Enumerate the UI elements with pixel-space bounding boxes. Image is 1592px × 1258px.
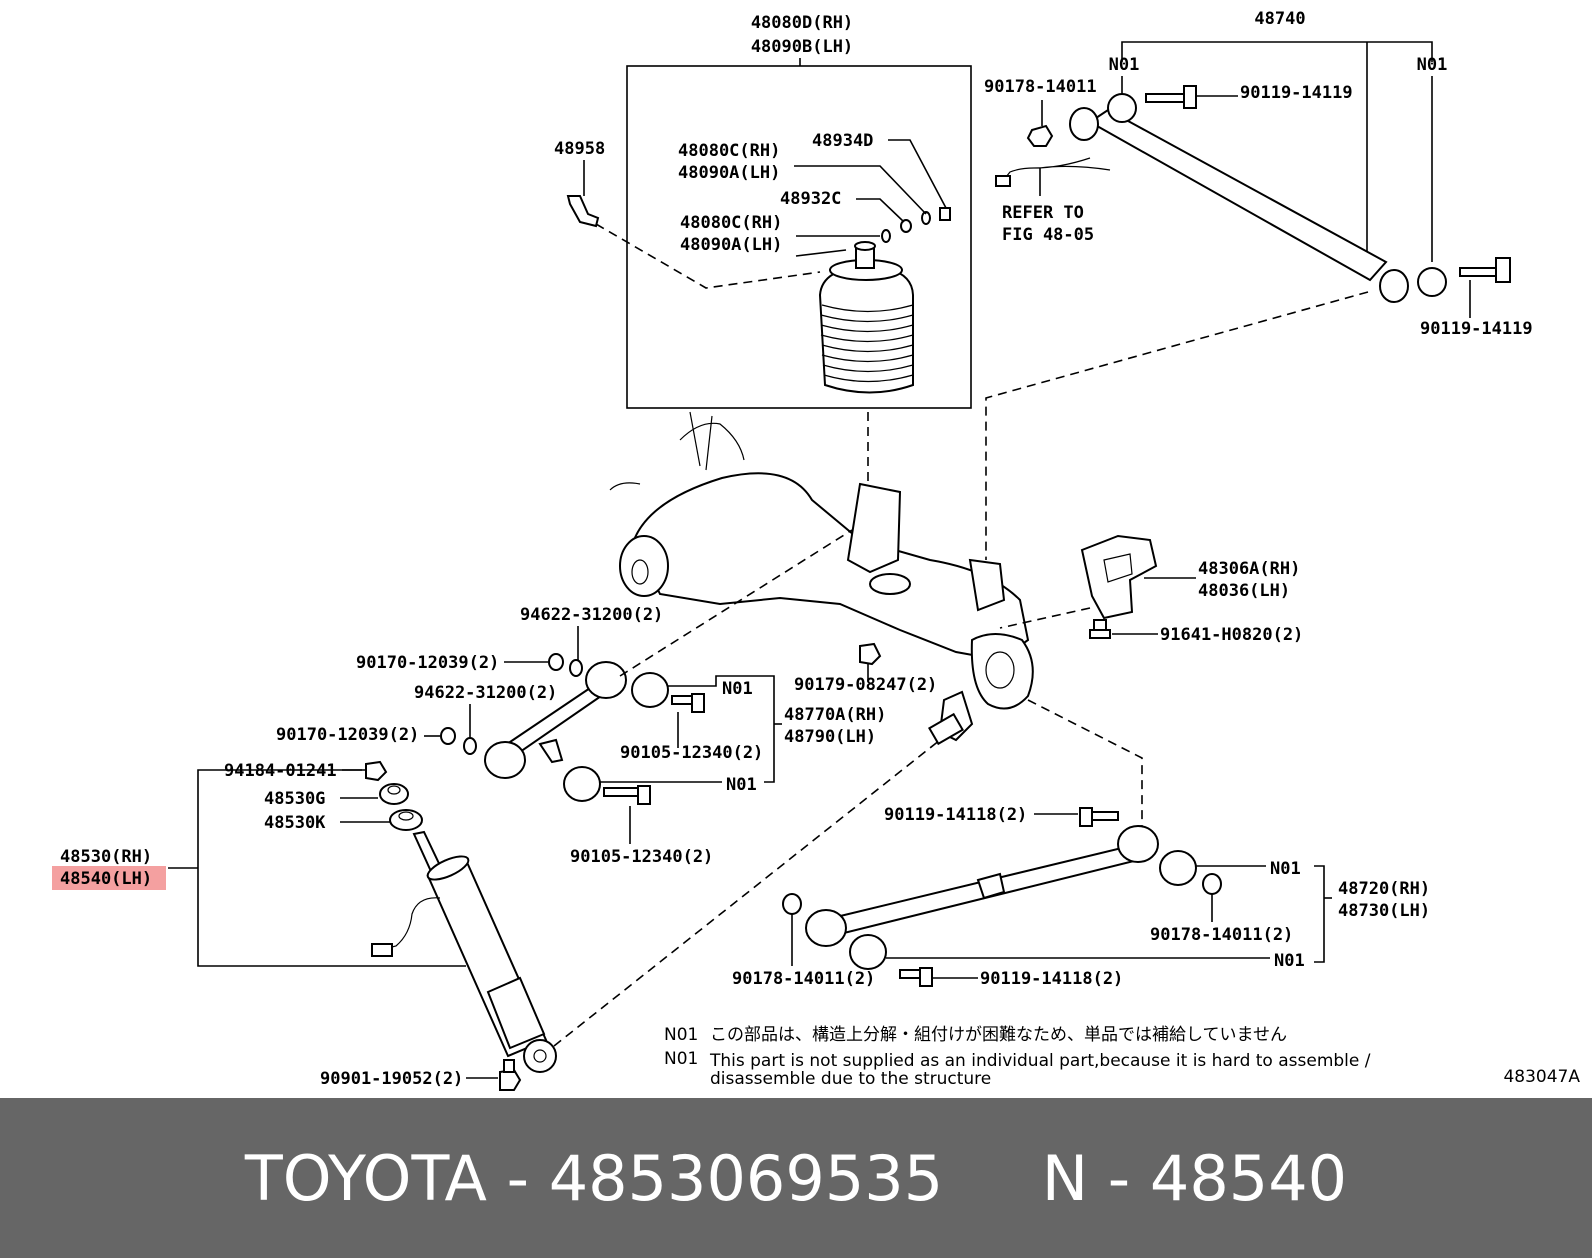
collar-90178-2 (1202, 873, 1222, 895)
label-90105-2: 90105-12340(2) (570, 847, 713, 867)
washer-94622-1 (569, 659, 583, 677)
air-spring-box (626, 65, 972, 409)
axle-housing (609, 411, 1034, 746)
label-48080d: 48080D(RH) (751, 13, 853, 33)
label-refer-2: FIG 48-05 (1002, 225, 1094, 245)
label-48530k: 48530K (264, 813, 326, 833)
label-48080c-rh-2: 48080C(RH) (680, 213, 782, 233)
label-90119-right: 90119-14119 (1420, 319, 1533, 339)
label-n01-mid-2: N01 (726, 775, 757, 795)
height-sensor-connector (1001, 157, 1111, 183)
nut-90170-2 (440, 727, 456, 745)
label-48090a-lh-1: 48090A(LH) (678, 163, 780, 183)
label-48730: 48730(LH) (1338, 901, 1430, 921)
label-48090a-lh-2: 48090A(LH) (680, 235, 782, 255)
parts-diagram: 48080D(RH) 48090B(LH) 48934D 48080C(RH) … (52, 9, 1580, 1091)
label-48540-lh: 48540(LH) (60, 869, 152, 889)
label-48934d: 48934D (812, 131, 873, 151)
label-48036: 48036(LH) (1198, 581, 1290, 601)
caption-bar: TOYOTA - 4853069535 N - 48540 (0, 1098, 1592, 1258)
label-48740: 48740 (1254, 9, 1305, 29)
label-90901: 90901-19052(2) (320, 1069, 463, 1089)
label-n01-top-right: N01 (1417, 55, 1448, 75)
highlight-48540 (52, 866, 166, 890)
label-90119-118-1: 90119-14118(2) (884, 805, 1027, 825)
bushing-n01-mid-2 (563, 766, 601, 802)
figure-id: 483047A (1503, 1067, 1580, 1087)
bolt-91641 (1089, 619, 1111, 639)
bracket-48958 (566, 195, 600, 228)
lower-link-48720 (805, 825, 1159, 947)
note-jp-code: N01 (664, 1025, 698, 1045)
label-90178-3: 90178-14011(2) (732, 969, 875, 989)
label-94622-2: 94622-31200(2) (414, 683, 557, 703)
nut-94184 (365, 760, 388, 782)
bolt-90901 (499, 1059, 522, 1091)
shock-absorber (371, 830, 557, 1073)
label-48932c: 48932C (780, 189, 841, 209)
label-48530g: 48530G (264, 789, 325, 809)
label-n01-mid-1: N01 (722, 679, 753, 699)
ring-48934d (921, 211, 931, 225)
bolt-90105-2 (603, 785, 651, 805)
bushing-n01-mid-1 (631, 672, 669, 708)
note-en-2: disassemble due to the structure (710, 1069, 991, 1089)
bushing-n01-top-left (1107, 93, 1137, 123)
note-en-code: N01 (664, 1049, 698, 1069)
label-48090b: 48090B(LH) (751, 37, 853, 57)
washer-48932c (900, 219, 912, 233)
label-n01-top-left: N01 (1109, 55, 1140, 75)
caption-text: TOYOTA - 4853069535 N - 48540 (244, 1141, 1348, 1215)
label-48720: 48720(RH) (1338, 879, 1430, 899)
label-94622-1: 94622-31200(2) (520, 605, 663, 625)
label-n01-low-2: N01 (1274, 951, 1305, 971)
air-spring-bellows (818, 241, 914, 394)
label-90119-118-2: 90119-14118(2) (980, 969, 1123, 989)
nut-90179 (859, 642, 882, 666)
label-90170-2: 90170-12039(2) (276, 725, 419, 745)
label-91641: 91641-H0820(2) (1160, 625, 1303, 645)
nut-90178-top (1026, 124, 1054, 147)
bolt-90119-right (1459, 257, 1511, 283)
bolt-90105-1 (671, 693, 705, 713)
insulator-48530g (379, 783, 409, 805)
bushing-n01-top-right (1417, 267, 1447, 297)
bolt-90119-top (1145, 85, 1197, 109)
cap-48934d (939, 207, 951, 221)
bracket-48306a (1080, 534, 1158, 620)
label-48958: 48958 (554, 139, 605, 159)
bushing-n01-low-2 (849, 934, 887, 970)
label-90178-2: 90178-14011(2) (1150, 925, 1293, 945)
label-90119-top: 90119-14119 (1240, 83, 1353, 103)
note-jp: この部品は、構造上分解・組付けが困難なため、単品では補給していません (710, 1025, 1287, 1045)
label-48080c-rh-1: 48080C(RH) (678, 141, 780, 161)
label-90178-top: 90178-14011 (984, 77, 1097, 97)
bolt-90119-118-1 (1079, 807, 1119, 827)
label-n01-low-1: N01 (1270, 859, 1301, 879)
label-48790: 48790(LH) (784, 727, 876, 747)
collar-90178-3 (782, 893, 802, 915)
insulator-48530k (389, 809, 423, 831)
label-90105-1: 90105-12340(2) (620, 743, 763, 763)
bushing-n01-low-1 (1159, 850, 1197, 886)
label-48306a: 48306A(RH) (1198, 559, 1300, 579)
label-48770a: 48770A(RH) (784, 705, 886, 725)
label-90179: 90179-08247(2) (794, 675, 937, 695)
bolt-90119-118-2 (899, 967, 933, 987)
note-en-1: This part is not supplied as an individu… (709, 1051, 1371, 1071)
label-48530-rh: 48530(RH) (60, 847, 152, 867)
label-90170-1: 90170-12039(2) (356, 653, 499, 673)
washer-94622-2 (463, 737, 477, 755)
label-refer-1: REFER TO (1002, 203, 1084, 223)
lateral-rod-48740 (1069, 107, 1409, 303)
o-ring-48080c (881, 229, 891, 243)
nut-90170-1 (548, 653, 564, 671)
upper-link-48770a (484, 661, 627, 779)
label-94184: 94184-01241 (224, 761, 337, 781)
